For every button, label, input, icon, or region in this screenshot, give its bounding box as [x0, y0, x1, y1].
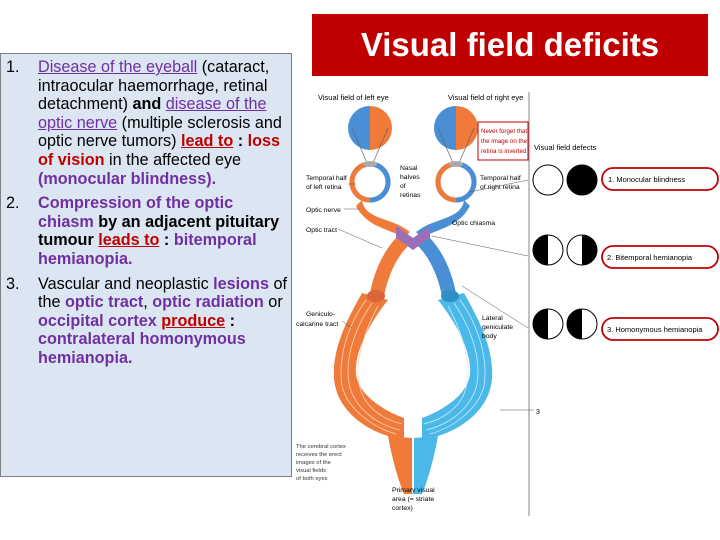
nasal-label-4: retinas [400, 192, 421, 199]
marker-3: 3 [536, 409, 540, 416]
primary-visual-label-3: cortex) [392, 505, 413, 512]
list-item: 3. Vascular and neoplastic lesions of th… [6, 275, 290, 368]
defect-1-fields [532, 164, 598, 196]
temporal-left-label-2: of left retina [306, 184, 342, 191]
defect-pointers [431, 179, 534, 411]
defect-3-label: 3. Homonymous hemianopia [607, 325, 703, 334]
cortex-note-1: The cerebral cortex [296, 444, 346, 450]
note-line-2: the image on the [481, 138, 528, 145]
note-line-1: Never forget that [481, 128, 527, 135]
optic-nerve-examples: (multiple sclerosis and optic nerve tumo… [38, 113, 282, 151]
lead-to: lead to [181, 132, 234, 151]
vf-left-circle [348, 106, 392, 150]
geniculo-label-2: calcarine tract [296, 321, 338, 328]
of-the: of the [38, 274, 287, 312]
geniculate-bodies [367, 290, 459, 302]
list-item: 1. Disease of the eyeball (cataract, int… [6, 58, 290, 188]
list-item: 2. Compression of the optic chiasm by an… [6, 194, 290, 268]
temporal-right-label-1: Temporal half [480, 175, 521, 182]
optic-tract-label: Optic tract [306, 227, 337, 234]
optic-chiasma-label: Optic chiasma [452, 220, 495, 227]
colon: : [233, 132, 248, 151]
defects-title: Visual field defects [534, 143, 597, 152]
optic-tract: optic tract [65, 293, 144, 312]
bitemporal-hemianopia: bitemporal hemianopia. [38, 231, 257, 268]
affected-eye: in the affected eye [104, 150, 242, 169]
optic-nerves [356, 200, 470, 238]
occipital-cortex: occipital cortex [38, 311, 157, 330]
nasal-label-3: of [400, 183, 406, 190]
optic-tracts [370, 238, 456, 296]
optic-radiation: optic radiation [152, 293, 264, 312]
temporal-right-label-2: of right retina [480, 184, 520, 191]
leads-to: leads to [98, 231, 160, 250]
defect-1-oval [601, 167, 719, 191]
list-number: 1. [6, 58, 20, 76]
cortex-note-4: visual fields [296, 468, 326, 474]
visual-pathway-figure: Visual field of left eye Visual field of… [292, 88, 720, 516]
cortex-note-2: receives the erect [296, 452, 342, 458]
pituitary-tumour: by an adjacent pituitary tumour [38, 212, 280, 250]
lgb-label-1: Lateral [482, 315, 503, 322]
cortex-note-3: images of the [296, 460, 331, 466]
geniculo-label-1: Geniculo- [306, 311, 335, 318]
lgb-label-2: geniculate [482, 324, 513, 331]
produce: produce [161, 311, 226, 330]
colon: : [159, 231, 174, 250]
left-radiation [333, 293, 412, 494]
defect-1-label: 1. Monocular blindness [608, 175, 685, 184]
title-banner [312, 14, 708, 76]
colon: : [225, 311, 236, 330]
primary-visual-label-1: Primary visual [392, 487, 435, 494]
right-radiation [414, 293, 493, 494]
monocular-blindness: (monocular blindness). [38, 169, 217, 188]
cortex-note-5: of both eyes [296, 476, 328, 482]
lgb-label-3: body [482, 333, 497, 340]
nasal-label-1: Nasal [400, 165, 418, 172]
vascular-neoplastic: Vascular and neoplastic [38, 274, 214, 293]
loss-of-vision: loss of vision [38, 132, 281, 169]
note-line-3: retina is inverted [481, 148, 527, 155]
defect-2-label: 2. Bitemporal hemianopia [607, 253, 693, 262]
or-word: or [263, 293, 283, 312]
left-eyeball [349, 161, 391, 203]
inverted-image-note-box [477, 121, 529, 161]
text-panel [0, 53, 292, 477]
vf-left-label: Visual field of left eye [318, 93, 389, 102]
temporal-left-label-1: Temporal half [306, 175, 347, 182]
vf-right-label: Visual field of right eye [448, 93, 523, 102]
list-number: 3. [6, 274, 20, 293]
comma: , [143, 293, 153, 312]
primary-visual-label-2: area (= striate [392, 496, 434, 503]
defect-2-fields [532, 234, 598, 266]
and-word: and [132, 95, 162, 114]
right-eyeball [435, 161, 477, 203]
vf-right-circle [434, 106, 478, 150]
slide-title: Visual field deficits [360, 26, 660, 63]
defect-3-fields [532, 308, 598, 340]
defect-2-oval [601, 245, 719, 269]
optic-nerve-label: Optic nerve [306, 207, 341, 214]
list-number: 2. [6, 194, 20, 213]
chiasm-compression: Compression of the optic chiasm [38, 194, 234, 231]
deficit-list: 1. Disease of the eyeball (cataract, int… [6, 58, 290, 374]
eyeball-disease: Disease of the eyeball [38, 58, 198, 76]
defect-3-oval [601, 317, 719, 341]
nasal-label-2: halves [400, 174, 420, 181]
eyeball-examples: (cataract, intraocular haemorrhage, reti… [38, 58, 270, 114]
lesions: lesions [213, 274, 269, 293]
optic-nerve-disease: disease of the optic nerve [38, 95, 267, 132]
left-leader-lines [337, 183, 383, 329]
visual-pathway-diagram: Visual field of left eye Visual field of… [296, 92, 719, 516]
homonymous-hemianopia: contralateral homonymous hemianopia. [38, 330, 246, 367]
